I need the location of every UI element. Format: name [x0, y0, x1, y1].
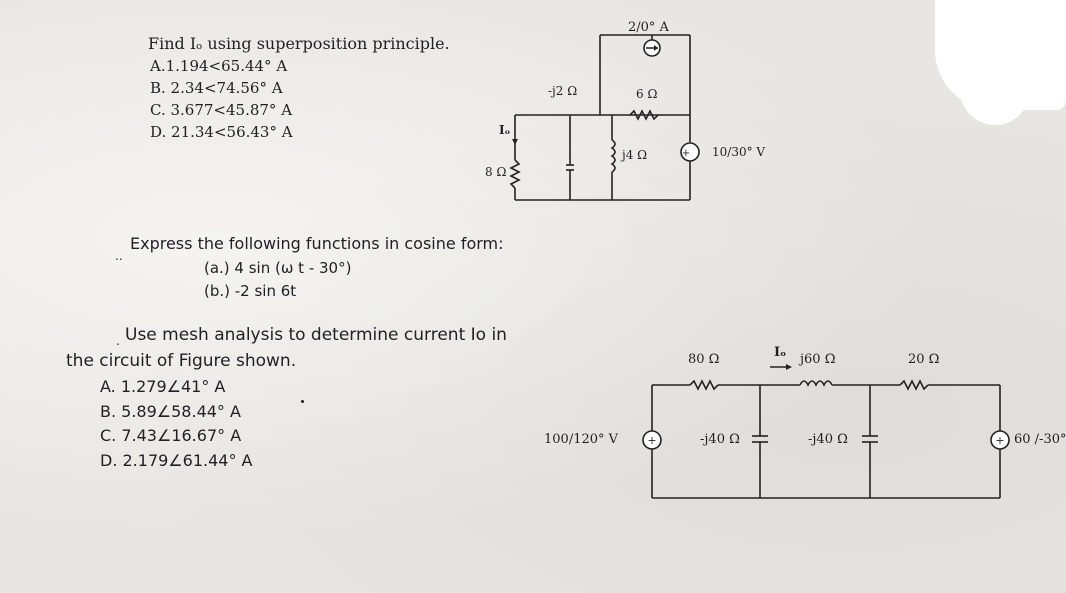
q3-option-b: B. 5.89∠58.44° A — [100, 402, 241, 421]
q3-option-c: C. 7.43∠16.67° A — [100, 426, 242, 445]
q2-item-b: (b.) -2 sin 6t — [204, 282, 297, 300]
q3-marker: . — [116, 334, 120, 348]
q1-option-c: C. 3.677<45.87° A — [150, 101, 293, 119]
q1-option-d: D. 21.34<56.43° A — [150, 123, 293, 141]
svg-text:+: + — [682, 148, 690, 159]
c2-ind-label: j60 Ω — [800, 352, 836, 367]
q1-title: Find Iₒ using superposition principle. — [148, 34, 450, 53]
c1-io-label: Iₒ — [499, 123, 511, 137]
svg-text:+: + — [647, 434, 656, 447]
stray-dot — [301, 400, 304, 403]
c2-r20-label: 20 Ω — [908, 352, 940, 367]
c2-c2-label: -j40 Ω — [808, 432, 848, 447]
q3-option-d: D. 2.179∠61.44° A — [100, 451, 253, 470]
q1-option-b: B. 2.34<74.56° A — [150, 79, 283, 97]
c2-v2-label: 60 /-30° — [1014, 432, 1066, 447]
c2-io-label: Iₒ — [774, 345, 787, 360]
c1-source-label: 2/0° A — [628, 20, 669, 35]
c2-r80-label: 80 Ω — [688, 352, 720, 367]
q3-title-line1: Use mesh analysis to determine current I… — [125, 325, 507, 345]
c1-r6-label: 6 Ω — [636, 87, 658, 101]
svg-text:+: + — [995, 434, 1004, 447]
q2-item-a: (a.) 4 sin (ω t - 30°) — [204, 259, 352, 277]
q1-option-a: A.1.194<65.44° A — [150, 57, 288, 75]
q2-marker: .. — [115, 249, 123, 263]
circuit-2-wires — [642, 379, 1010, 499]
c1-r8-label: 8 Ω — [485, 165, 507, 179]
c1-ind-label: j4 Ω — [622, 148, 648, 162]
q2-title: Express the following functions in cosin… — [130, 234, 504, 253]
c1-cap-label: -j2 Ω — [548, 84, 578, 98]
c2-v1-label: 100/120° V — [544, 432, 619, 447]
c1-vsrc-label: 10/30° V — [712, 145, 766, 159]
q3-title-line2: the circuit of Figure shown. — [66, 351, 297, 371]
c2-c1-label: -j40 Ω — [700, 432, 740, 447]
circuit-1-wires — [509, 34, 700, 201]
io-arrow-icon — [512, 139, 518, 145]
q3-option-a: A. 1.279∠41° A — [100, 377, 226, 396]
